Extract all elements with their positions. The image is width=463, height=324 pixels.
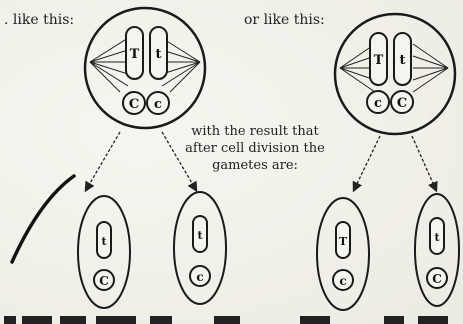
pen-stroke	[12, 176, 74, 262]
gamete-4: t C	[415, 194, 459, 306]
left-parent-cell: T t C c	[85, 8, 205, 128]
left-allele-c-lower: c	[154, 97, 162, 112]
gamete-1-bottom-allele: C	[99, 274, 109, 288]
gamete-3-bottom-allele: c	[339, 274, 346, 288]
left-allele-c-upper: C	[129, 97, 139, 112]
arrow-left-2	[162, 132, 196, 190]
cropped-text-fragments	[4, 316, 448, 324]
arrow-left-1	[86, 132, 120, 190]
right-parent-cell: T t c C	[335, 14, 455, 134]
gamete-2-bottom-allele: c	[196, 270, 203, 284]
left-allele-t-upper: T	[130, 47, 140, 62]
left-allele-t-lower: t	[155, 47, 161, 62]
right-allele-c-lower: c	[374, 96, 382, 111]
right-allele-t-lower: t	[399, 53, 405, 68]
gamete-4-bottom-allele: C	[432, 272, 442, 286]
arrow-right-2	[412, 136, 436, 190]
arrow-right-1	[354, 136, 380, 190]
gamete-3: T c	[317, 198, 369, 310]
left-spindle-fibers-left	[90, 38, 128, 92]
right-spindle-fibers-right	[413, 44, 448, 92]
gamete-2: t c	[174, 192, 226, 304]
division-arrows	[86, 132, 436, 190]
right-allele-c-upper: C	[397, 96, 407, 111]
right-allele-t-upper: T	[374, 53, 384, 68]
gamete-3-top-allele: T	[339, 235, 348, 248]
gamete-1: t C	[78, 196, 130, 308]
